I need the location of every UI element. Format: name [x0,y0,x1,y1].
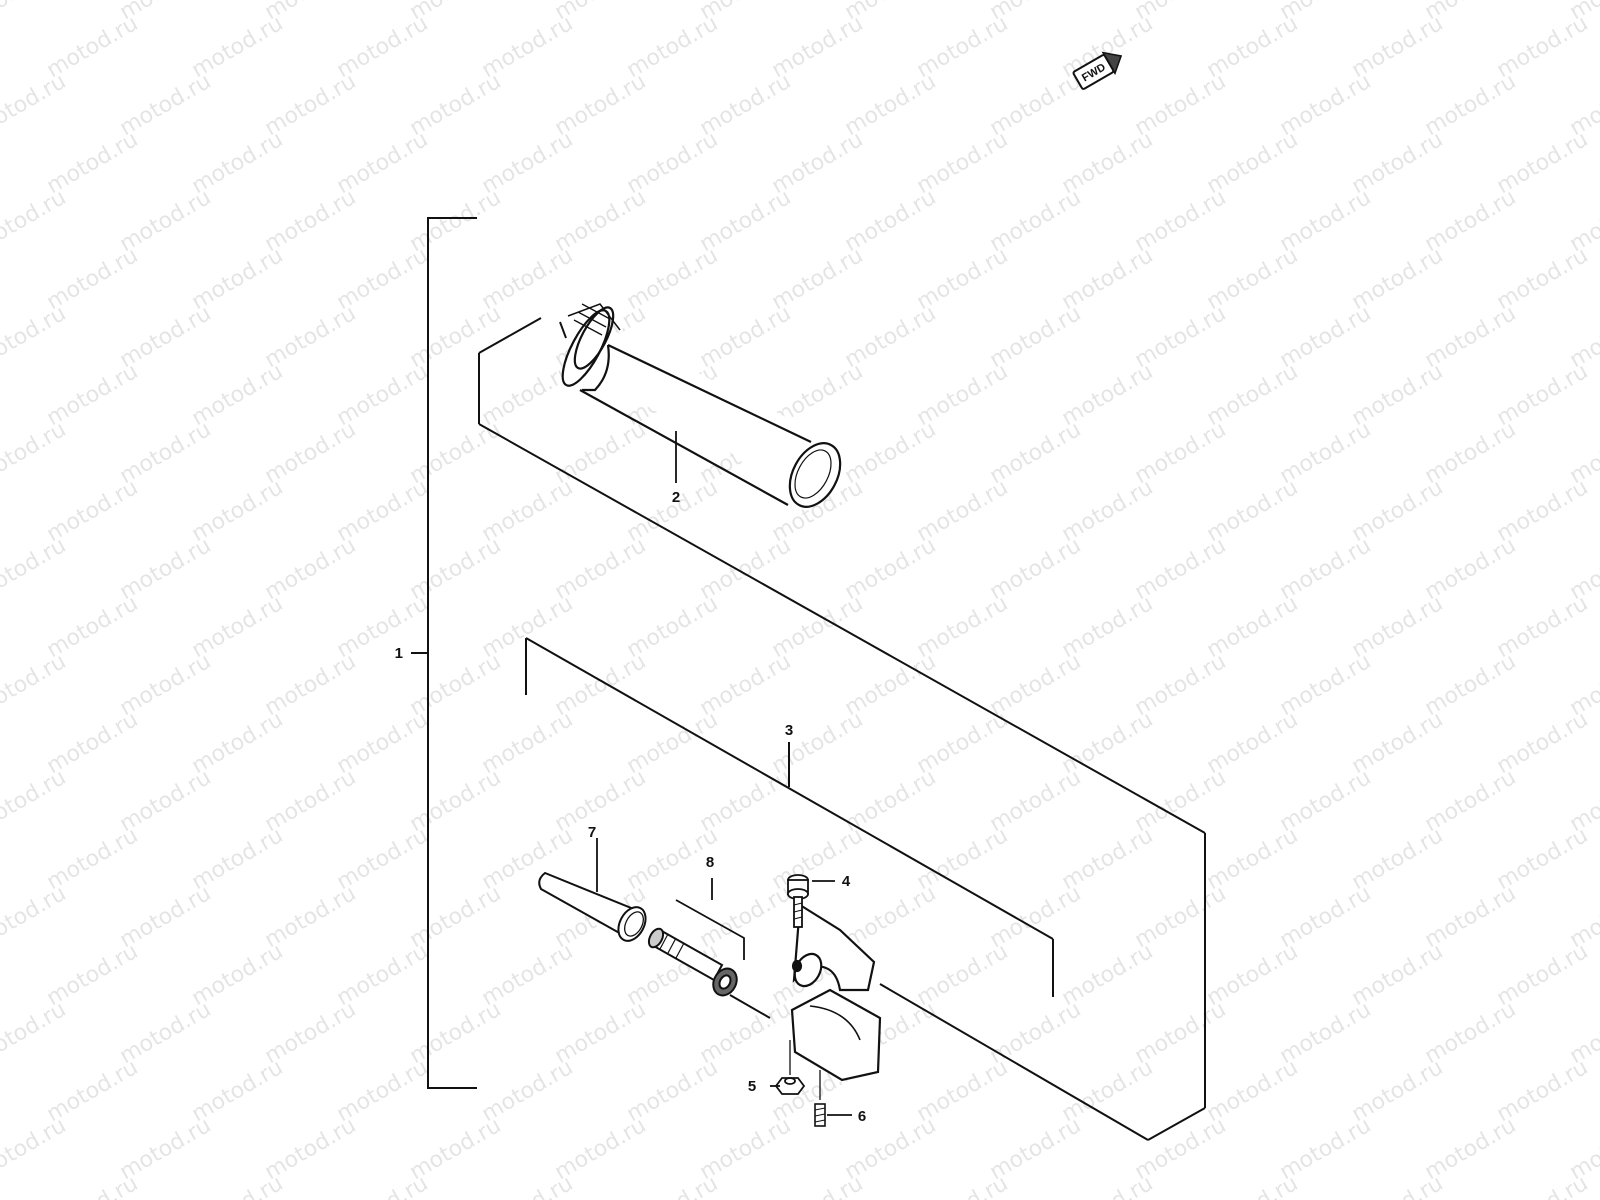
watermark-text: motod.ru [1566,1113,1600,1185]
watermark-text: motod.ru [623,1171,723,1200]
watermark-text: motod.ru [0,765,70,837]
watermark-text: motod.ru [1566,649,1600,721]
callout-6: 6 [858,1108,866,1125]
watermark-text: motod.ru [188,1171,288,1200]
watermark-text: motod.ru [0,997,70,1069]
forward-arrow-icon [1072,51,1123,90]
watermark-text: motod.ru [0,1113,70,1185]
watermark-text: motod.ru [1566,69,1600,141]
screw-icon [787,874,809,928]
leader-lines [596,431,852,1116]
watermark-text: motod.ru [1203,1171,1303,1200]
assembly-bracket-1 [411,217,477,1089]
callout-8: 8 [706,854,714,871]
watermark-text: motod.ru [478,1171,578,1200]
watermark-text: motod.ru [1566,881,1600,953]
watermark-text: motod.ru [1058,1171,1158,1200]
leader-8 [675,878,745,960]
watermark-text: motod.ru [0,881,70,953]
assembly-outline-box [478,317,1206,1141]
nut-icon [774,1077,806,1095]
watermark-text: motod.ru [1566,185,1600,257]
callout-5: 5 [748,1078,756,1095]
callout-3: 3 [785,722,793,739]
cable-boot-icon [538,871,647,942]
watermark-text: motod.ru [913,1171,1013,1200]
set-screw-icon [814,1103,826,1127]
watermark-text: motod.ru [1566,301,1600,373]
watermark-text: motod.ru [768,1171,868,1200]
throttle-drum-shaft-icon [647,927,738,997]
watermark-text: motod.ru [0,533,70,605]
subassembly-bracket-3 [525,637,1054,997]
watermark-text: motod.ru [1566,533,1600,605]
callout-4: 4 [842,873,851,890]
watermark-text: motod.ru [333,1171,433,1200]
watermark-text: motod.ru [1566,417,1600,489]
watermark-text: motod.ru [0,69,70,141]
callout-1: 1 [395,645,403,662]
watermark-text: motod.ru [0,301,70,373]
throttle-housing-clamp-icon [790,903,882,1082]
watermark-text: motod.ru [1348,1171,1448,1200]
callout-7: 7 [588,824,596,841]
watermark-text: motod.ru [0,185,70,257]
watermark-text: motod.ru [1566,765,1600,837]
watermark-text: motod.ru [0,649,70,721]
fwd-badge: FWD [1072,51,1123,90]
watermark-text: motod.ru [0,0,70,25]
throttle-grip-icon [559,303,842,508]
watermark-text: motod.ru [1566,997,1600,1069]
watermark-text: motod.ru [0,417,70,489]
callout-2: 2 [672,489,680,506]
watermark-text: motod.ru [1493,1171,1593,1200]
watermark-text: motod.ru [43,1171,143,1200]
